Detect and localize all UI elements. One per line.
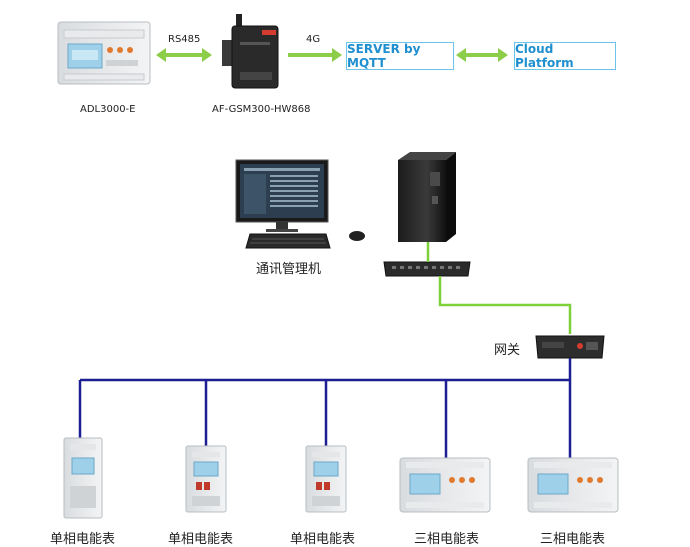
adl3000-meter-image bbox=[57, 21, 151, 85]
three-phase-meter-1-image bbox=[399, 457, 491, 513]
rs485-arrow bbox=[156, 48, 212, 62]
meter-label-4: 三相电能表 bbox=[414, 532, 480, 547]
keyboard-image bbox=[245, 233, 331, 249]
workstation-label: 通讯管理机 bbox=[256, 262, 322, 277]
meter-label-5: 三相电能表 bbox=[540, 532, 606, 547]
meter-label-2: 单相电能表 bbox=[168, 532, 234, 547]
meter-model-label: ADL3000-E bbox=[80, 104, 136, 115]
server-mqtt-box: SERVER by MQTT bbox=[346, 42, 454, 70]
mouse-image bbox=[349, 231, 365, 241]
cloud-platform-box: Cloud Platform bbox=[514, 42, 616, 70]
three-phase-meter-2-image bbox=[527, 457, 619, 513]
rs485-label: RS485 bbox=[168, 34, 201, 45]
meter-label-3: 单相电能表 bbox=[290, 532, 356, 547]
gsm-gateway-image bbox=[222, 14, 279, 89]
rs485-bus bbox=[78, 358, 572, 458]
network-switch-image bbox=[383, 261, 471, 277]
monitor-image bbox=[235, 159, 329, 232]
server-tower-image bbox=[398, 152, 456, 242]
meter-label-1: 单相电能表 bbox=[50, 532, 116, 547]
gateway-device-image bbox=[535, 335, 605, 359]
gateway-model-label: AF-GSM300-HW868 bbox=[212, 104, 311, 115]
4g-label: 4G bbox=[306, 34, 321, 45]
ethernet-lines bbox=[426, 242, 572, 334]
single-phase-meter-3-image bbox=[305, 445, 347, 513]
4g-arrow bbox=[288, 48, 342, 62]
gateway-label: 网关 bbox=[494, 343, 521, 358]
server-cloud-arrow bbox=[456, 48, 508, 62]
single-phase-meter-2-image bbox=[185, 445, 227, 513]
single-phase-meter-1-image bbox=[63, 437, 103, 519]
